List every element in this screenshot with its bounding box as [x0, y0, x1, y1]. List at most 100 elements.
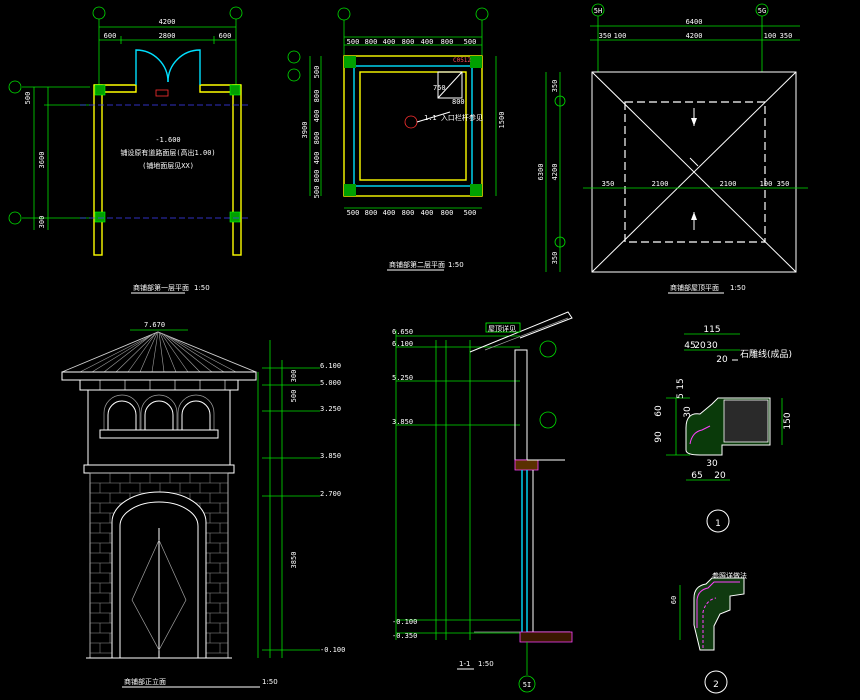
- plan2-left-total: 3900: [301, 122, 309, 139]
- axis-bubble: [337, 7, 351, 21]
- axis-bubble: [287, 50, 301, 64]
- roof-inner-dim: 350: [602, 180, 615, 188]
- plan2-inner-dim-1: 750: [433, 84, 446, 92]
- roof-left-total: 6300: [537, 164, 545, 181]
- plan1-title: 商铺部第一层平面: [133, 283, 189, 292]
- plan2-bottom-dim: 400: [421, 209, 434, 217]
- detail1-dim: 60: [654, 405, 664, 417]
- plan2-right-dim: 1500: [498, 112, 506, 129]
- detail-1: 115 45 20 30 20 石雕线(成品) 60 90 15 5 30 15…: [654, 325, 793, 533]
- axis-bubble: [229, 6, 243, 20]
- detail1-dim: 30: [683, 406, 693, 418]
- roof-left-dim: 350: [551, 80, 559, 93]
- roof-inner-dim: 2100: [652, 180, 669, 188]
- plan2-left-dim: 500: [313, 66, 321, 79]
- roof-top-dim: 350: [599, 32, 612, 40]
- plan2-top-dim: 500: [464, 38, 477, 46]
- plan1-scale: 1:50: [194, 284, 210, 292]
- section-title: 1-1: [459, 660, 470, 668]
- roof-axis-left: 5H: [594, 7, 602, 15]
- plan2-bottom-dim: 800: [402, 209, 415, 217]
- plan1-note-1: 铺设原有道路面层(高出1.00): [120, 148, 215, 157]
- plan2-bottom-dim: 500: [347, 209, 360, 217]
- detail1-dim: 115: [703, 325, 720, 335]
- roof-inner-dim: 350: [777, 180, 790, 188]
- roof-top-dim: 100: [614, 32, 627, 40]
- roof-left-dim: 350: [551, 252, 559, 265]
- roof-axis-right: 5G: [758, 7, 766, 15]
- plan2-left-dim: 500: [313, 186, 321, 199]
- section-axis: 5I: [523, 681, 531, 689]
- axis-bubble: [8, 211, 22, 225]
- roof-inner-dim: 100: [760, 180, 773, 188]
- plan1-dim-middle: 2800: [159, 32, 176, 40]
- elevation-dim: 500: [290, 390, 298, 403]
- plan2-top-dim: 800: [441, 38, 454, 46]
- plan2-left-dim: 400: [313, 152, 321, 165]
- plan1-dim-side-1: 500: [24, 92, 32, 105]
- roof-top-dim: 4200: [686, 32, 703, 40]
- plan-level-2: 500 800 400 800 400 800 500 C0512 3900 5…: [287, 7, 506, 271]
- plan1-note-level: -1.600: [155, 136, 180, 144]
- section-scale: 1:50: [478, 660, 494, 668]
- elevation-level: 2.700: [320, 490, 341, 498]
- axis-bubble: [8, 80, 22, 94]
- detail1-dim: 30: [706, 341, 718, 351]
- roof-inner-dim: 2100: [720, 180, 737, 188]
- section-1-1: 6.650 6.100 5.250 3.850 -0.100 -0.350 屋顶…: [392, 311, 573, 693]
- detail1-right-dim: 150: [783, 412, 793, 429]
- plan1-dim-right: 600: [219, 32, 232, 40]
- section-axis-bubble: [518, 675, 536, 693]
- section-level: 3.850: [392, 418, 413, 426]
- roof-top-total: 6400: [686, 18, 703, 26]
- elevation-dim: 3850: [290, 552, 298, 569]
- plan2-top-dim: 400: [421, 38, 434, 46]
- elevation-top-level: 7.670: [144, 321, 165, 329]
- elevation-title: 商铺部正立面: [124, 677, 166, 686]
- detail1-dim: 15: [676, 378, 686, 389]
- section-level: 6.650: [392, 328, 413, 336]
- detail1-dim: 65: [691, 471, 702, 481]
- detail2-number: 2: [713, 680, 719, 690]
- plan2-bottom-dim: 800: [441, 209, 454, 217]
- axis-bubble: [92, 6, 106, 20]
- detail1-dim: 20: [714, 471, 726, 481]
- plan-level-1: 4200 600 2800 600 500 3600 300 -1.600 铺设…: [8, 6, 250, 294]
- elevation-dim: 300: [290, 370, 298, 383]
- plan2-top-dim: 400: [383, 38, 396, 46]
- plan2-title: 商铺部第二层平面: [389, 260, 445, 269]
- plan2-inner-dim-2: 800: [452, 98, 465, 106]
- plan1-dim-side-2: 3600: [38, 152, 46, 169]
- plan2-left-dim: 800: [313, 132, 321, 145]
- elevation-level: 3.850: [320, 452, 341, 460]
- axis-bubble: [287, 68, 301, 82]
- plan2-left-dim: 800: [313, 170, 321, 183]
- roof-outline: [591, 71, 797, 273]
- section-level: 5.250: [392, 374, 413, 382]
- elevation-level: 3.250: [320, 405, 341, 413]
- elevation-level: -0.100: [320, 646, 345, 654]
- plan2-bottom-dim: 400: [383, 209, 396, 217]
- detail-2: 参照详做法 60 2: [670, 571, 747, 694]
- section-level: -0.350: [392, 632, 417, 640]
- plan2-top-dim: 800: [365, 38, 378, 46]
- detail1-dim: 45: [684, 341, 695, 351]
- detail1-note: 石雕线(成品): [740, 348, 792, 360]
- detail2-marker: [704, 670, 728, 694]
- detail1-number: 1: [715, 519, 721, 529]
- roof-title: 商铺部屋顶平面: [670, 283, 719, 292]
- roof-wall-line: [624, 101, 766, 243]
- plan2-top-dim: 800: [402, 38, 415, 46]
- plan-roof: 5H 5G 6400 350 100 4200 100 350 350 2100…: [537, 3, 808, 294]
- detail2-dim: 60: [670, 596, 678, 604]
- section-level: 6.100: [392, 340, 413, 348]
- plan2-top-dim: 500: [347, 38, 360, 46]
- plan2-tag: C0512: [453, 57, 471, 64]
- detail1-marker: [706, 509, 730, 533]
- elevation-level: 5.000: [320, 379, 341, 387]
- plan2-bottom-dim: 800: [365, 209, 378, 217]
- elevation-scale: 1:50: [262, 678, 278, 686]
- axis-bubble: [475, 7, 489, 21]
- plan2-left-dim: 800: [313, 90, 321, 103]
